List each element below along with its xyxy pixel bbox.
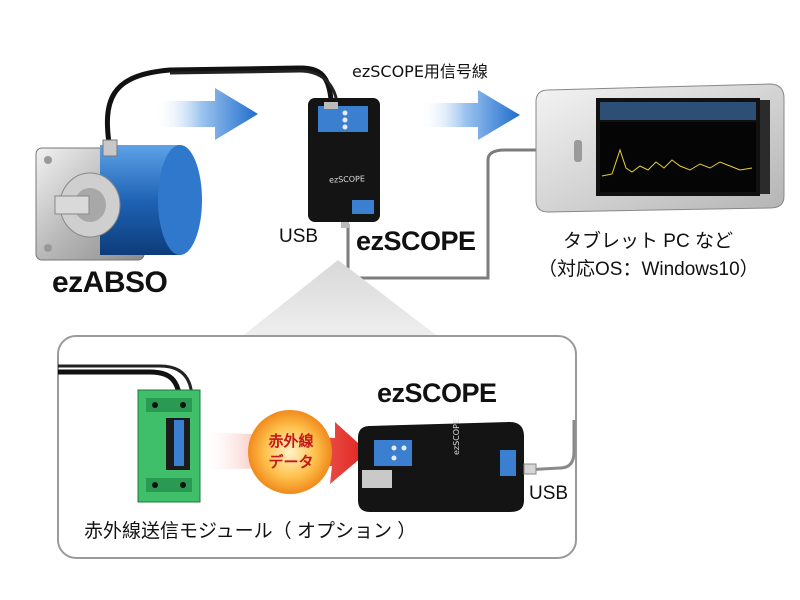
- signal-line-label: ezSCOPE用信号線: [352, 62, 488, 81]
- ir-badge-icon: [248, 410, 332, 494]
- scope-device-icon: [358, 422, 524, 512]
- scope-name: ezSCOPE: [356, 226, 476, 256]
- arrow-icon: [420, 90, 520, 140]
- tablet-icon: [535, 83, 785, 213]
- scope-body-text: ezSCOPE: [328, 174, 366, 185]
- ir-badge-line1: 赤外線: [268, 433, 314, 450]
- encoder-icon: [35, 139, 202, 261]
- ir-module-icon: [137, 389, 201, 503]
- panel-scope-name: ezSCOPE: [377, 378, 497, 408]
- encoder-name: ezABSO: [52, 266, 168, 299]
- cable-icon: [523, 420, 576, 472]
- tablet-label-line1: タブレット PC など: [563, 231, 733, 252]
- usb-label: USB: [279, 226, 319, 247]
- arrow-icon: [155, 88, 258, 140]
- cable-icon: [346, 148, 540, 280]
- module-caption: 赤外線送信モジュール（ オプション ）: [84, 521, 417, 542]
- panel-scope-body-text: ezSCOPE: [452, 419, 461, 455]
- scope-device-icon: [308, 98, 380, 228]
- ir-badge-line2: データ: [268, 454, 314, 471]
- tablet-label-line2: （対応OS：Windows10）: [538, 259, 759, 280]
- panel-usb-label: USB: [529, 483, 569, 504]
